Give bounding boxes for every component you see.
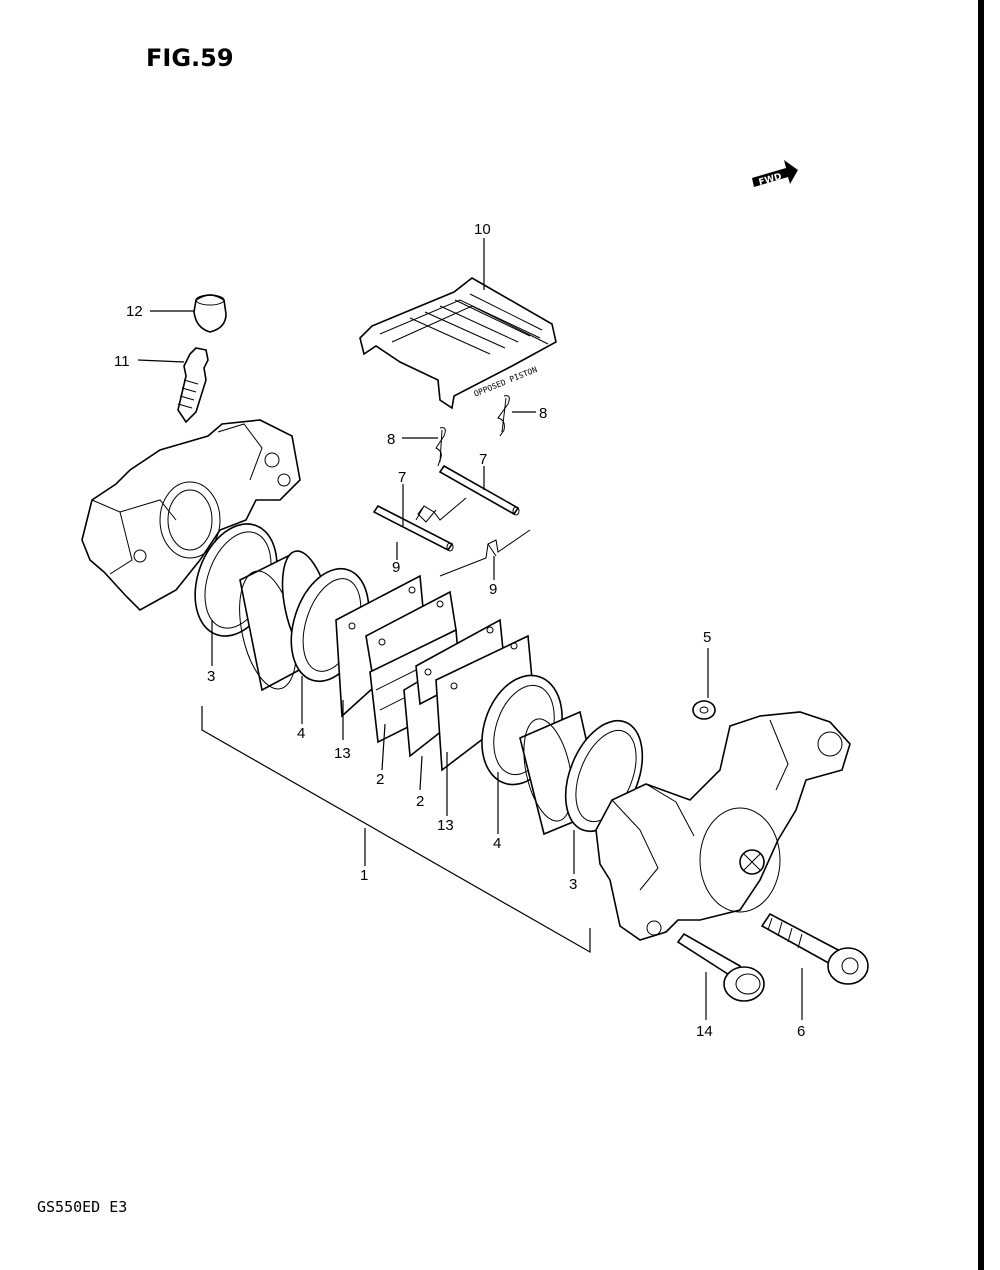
callout-8-upper: 8	[539, 405, 547, 422]
forward-direction-badge: FWD	[752, 160, 798, 188]
callout-12: 12	[126, 303, 143, 320]
callout-8-lower: 8	[387, 431, 395, 448]
callout-7-upper: 7	[479, 451, 487, 468]
callout-3-left: 3	[207, 668, 215, 685]
callout-13-right: 13	[437, 817, 454, 834]
callout-11: 11	[114, 353, 130, 370]
r-clip-upper-part	[497, 395, 510, 437]
caliper-bolt-flange-part	[676, 932, 765, 1002]
callout-2-right: 2	[416, 793, 424, 810]
r-clip-lower-part	[435, 427, 446, 467]
callout-1: 1	[360, 867, 368, 884]
callout-6: 6	[797, 1023, 805, 1040]
callout-2-left: 2	[376, 771, 384, 788]
bleeder-cap-part	[193, 294, 227, 333]
callout-7-lower: 7	[398, 469, 406, 486]
callout-9-lower: 9	[489, 581, 497, 598]
pad-spring-upper-part	[415, 497, 467, 523]
leader-lines	[137, 238, 803, 1020]
figure-title: FIG.59	[146, 44, 234, 72]
callout-13-left: 13	[334, 745, 351, 762]
caliper-half-inner	[81, 419, 301, 611]
arrow-icon	[752, 160, 798, 187]
pad-pin-upper-part	[438, 464, 520, 516]
callout-4-right: 4	[493, 835, 501, 852]
washer-part	[692, 700, 716, 720]
page-edge-bar	[978, 0, 984, 1270]
callout-labels: 12 11 10 8 8 7 7 9 9 3 4 13 2 2 13 4 3 1…	[114, 221, 805, 1040]
callout-10: 10	[474, 221, 491, 238]
pad-cover-part: OPPOSED PISTON	[359, 277, 557, 410]
callout-9-upper: 9	[392, 559, 400, 576]
callout-5: 5	[703, 629, 711, 646]
assembly-bracket-line	[201, 706, 591, 954]
model-code: GS550ED E3	[37, 1198, 127, 1216]
caliper-half-outer	[595, 711, 851, 941]
pad-spring-lower-part	[439, 529, 531, 577]
callout-4-left: 4	[297, 725, 305, 742]
bleeder-valve-part	[177, 347, 209, 424]
caliper-bolt-large-part	[760, 912, 869, 985]
pad-pin-lower-part	[372, 504, 454, 552]
callout-3-right: 3	[569, 876, 577, 893]
forward-label: FWD	[758, 172, 783, 188]
callout-14: 14	[696, 1023, 713, 1040]
